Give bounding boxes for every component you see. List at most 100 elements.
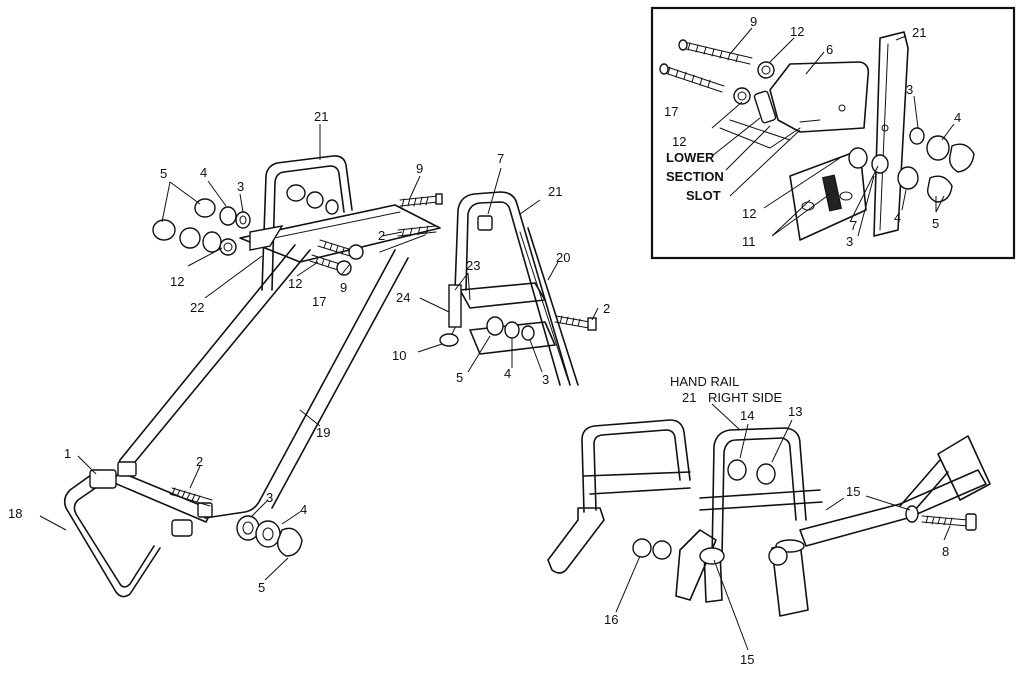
inset-callout-5: 5: [932, 216, 939, 231]
rail-19-outer-b: [134, 249, 311, 463]
washer-3-mid: [521, 325, 535, 341]
callout-9-top: 9: [416, 161, 423, 176]
inset-bolt-17: [659, 63, 725, 93]
cap-nut-5-lower: [152, 219, 176, 241]
callout-4-mid: 4: [504, 366, 511, 381]
post-24: [448, 284, 462, 328]
nut-4-hole: [262, 527, 274, 541]
callout-20: 20: [556, 250, 570, 265]
base-frame-bar: [111, 471, 213, 523]
nut-right-tube: [768, 546, 788, 566]
handrail-title-line1: HAND RAIL: [670, 374, 739, 389]
callout-19: 19: [316, 425, 330, 440]
bolt-17: [309, 254, 352, 276]
handrail-callout-14: 14: [740, 408, 754, 423]
callout-21-top: 21: [314, 109, 328, 124]
handrail-title-line2: RIGHT SIDE: [708, 390, 782, 405]
handrail-21-right: [454, 191, 571, 386]
callout-22: 22: [190, 300, 204, 315]
stile-20: [527, 227, 579, 386]
nut-14: [727, 459, 747, 481]
nut-16-b: [652, 540, 672, 560]
bracket-1: [89, 469, 117, 489]
inset-callout-21: 21: [912, 25, 926, 40]
inset-bolt-17-end: [659, 63, 669, 75]
bolt-17-nut: [336, 260, 352, 276]
handrail-left-loop-inner: [593, 429, 681, 511]
nut-13: [756, 463, 776, 485]
handrail-callout-8: 8: [942, 544, 949, 559]
inset-callout-12-left: 12: [672, 134, 686, 149]
nut-on-rail-a: [286, 184, 306, 202]
bolt-8: [921, 513, 977, 531]
inset-bolt-9-end: [678, 39, 688, 51]
washer-12-left: [219, 238, 237, 256]
cap-nut-5-bottom: [276, 527, 303, 557]
handrail-left-loop: [581, 419, 691, 513]
nut-4-lower: [179, 227, 201, 249]
stile-20-inner: [519, 231, 569, 381]
callout-1: 1: [64, 446, 71, 461]
nut-on-rail-c: [325, 199, 339, 215]
inset-bolt-9: [678, 39, 753, 65]
inset-callout-4-right: 4: [954, 110, 961, 125]
cap-nut-5-upper: [194, 198, 216, 218]
handrail-callout-16: 16: [604, 612, 618, 627]
bolt-8-head: [965, 513, 977, 531]
callout-24: 24: [396, 290, 410, 305]
nut-4-left: [219, 206, 237, 226]
leader-lines-inset: [711, 27, 955, 237]
base-frame-18-inner: [73, 477, 155, 588]
handrail-right-tube: [675, 529, 717, 601]
bolt-9-head: [435, 193, 443, 205]
bolt-2-right-head: [587, 317, 597, 331]
inset-nut-4-right: [926, 135, 950, 161]
main-exploded-view: 21 5 4 3 12 22 12 17 9 9 2 7 21 20 23 24…: [8, 109, 610, 598]
handrail-21-right-inner: [465, 201, 561, 386]
inset-washer-12-top: [757, 61, 775, 79]
washer-3-left-hole: [239, 215, 247, 225]
handrail-21-right-loop-inner: [721, 437, 797, 557]
inset-callout-3-bottom: 3: [846, 234, 853, 249]
handrail-21-left: [261, 155, 353, 291]
nut-4-bottom: [255, 520, 281, 548]
inset-callout-9: 9: [750, 14, 757, 29]
leader-lines-handrail: [615, 403, 951, 651]
inset-plate-11-slot-b: [839, 191, 853, 201]
callout-5-bottom: 5: [258, 580, 265, 595]
handrail-left-foot: [547, 507, 605, 574]
handrail-left-cross: [583, 471, 691, 495]
callout-18: 18: [8, 506, 22, 521]
inset-callout-3-right: 3: [906, 82, 913, 97]
cap-nut-5-mid: [486, 316, 504, 336]
inset-plate-hole: [838, 104, 846, 112]
bolt-9-top: [399, 193, 443, 208]
washer-12-hole: [223, 242, 233, 252]
callout-7: 7: [497, 151, 504, 166]
callout-2-upper: 2: [378, 228, 385, 243]
inset-nut-4-bottom: [897, 166, 919, 190]
inset-callout-12-lower: 12: [742, 206, 756, 221]
callout-23: 23: [466, 258, 480, 273]
inset-callout-4-bottom: 4: [894, 210, 901, 225]
inset-rails: [719, 119, 821, 149]
inset-stile-21-inner: [879, 43, 889, 231]
inset-label-section: SECTION: [666, 169, 724, 184]
inset-plate-6: [769, 61, 870, 133]
handrail-right-cross: [699, 489, 823, 511]
bracket-lower-b: [197, 502, 213, 518]
handrail-callout-15-right: 15: [846, 484, 860, 499]
inset-frame: [650, 6, 1016, 260]
rail-19-inner: [204, 249, 396, 519]
bracket-22: [249, 225, 284, 251]
bracket-lower: [171, 519, 193, 537]
clamp-15-right: [905, 505, 919, 523]
inset-cap-nut-5-bottom: [926, 175, 953, 203]
callout-10: 10: [392, 348, 406, 363]
bolt-9-mid-nut: [348, 244, 364, 260]
callout-4-bottom: 4: [300, 502, 307, 517]
handrail-21-left-inner: [271, 165, 345, 291]
inset-washer-12-lower: [848, 147, 868, 169]
callout-5-left: 5: [160, 166, 167, 181]
rail-19-outer: [117, 244, 296, 469]
